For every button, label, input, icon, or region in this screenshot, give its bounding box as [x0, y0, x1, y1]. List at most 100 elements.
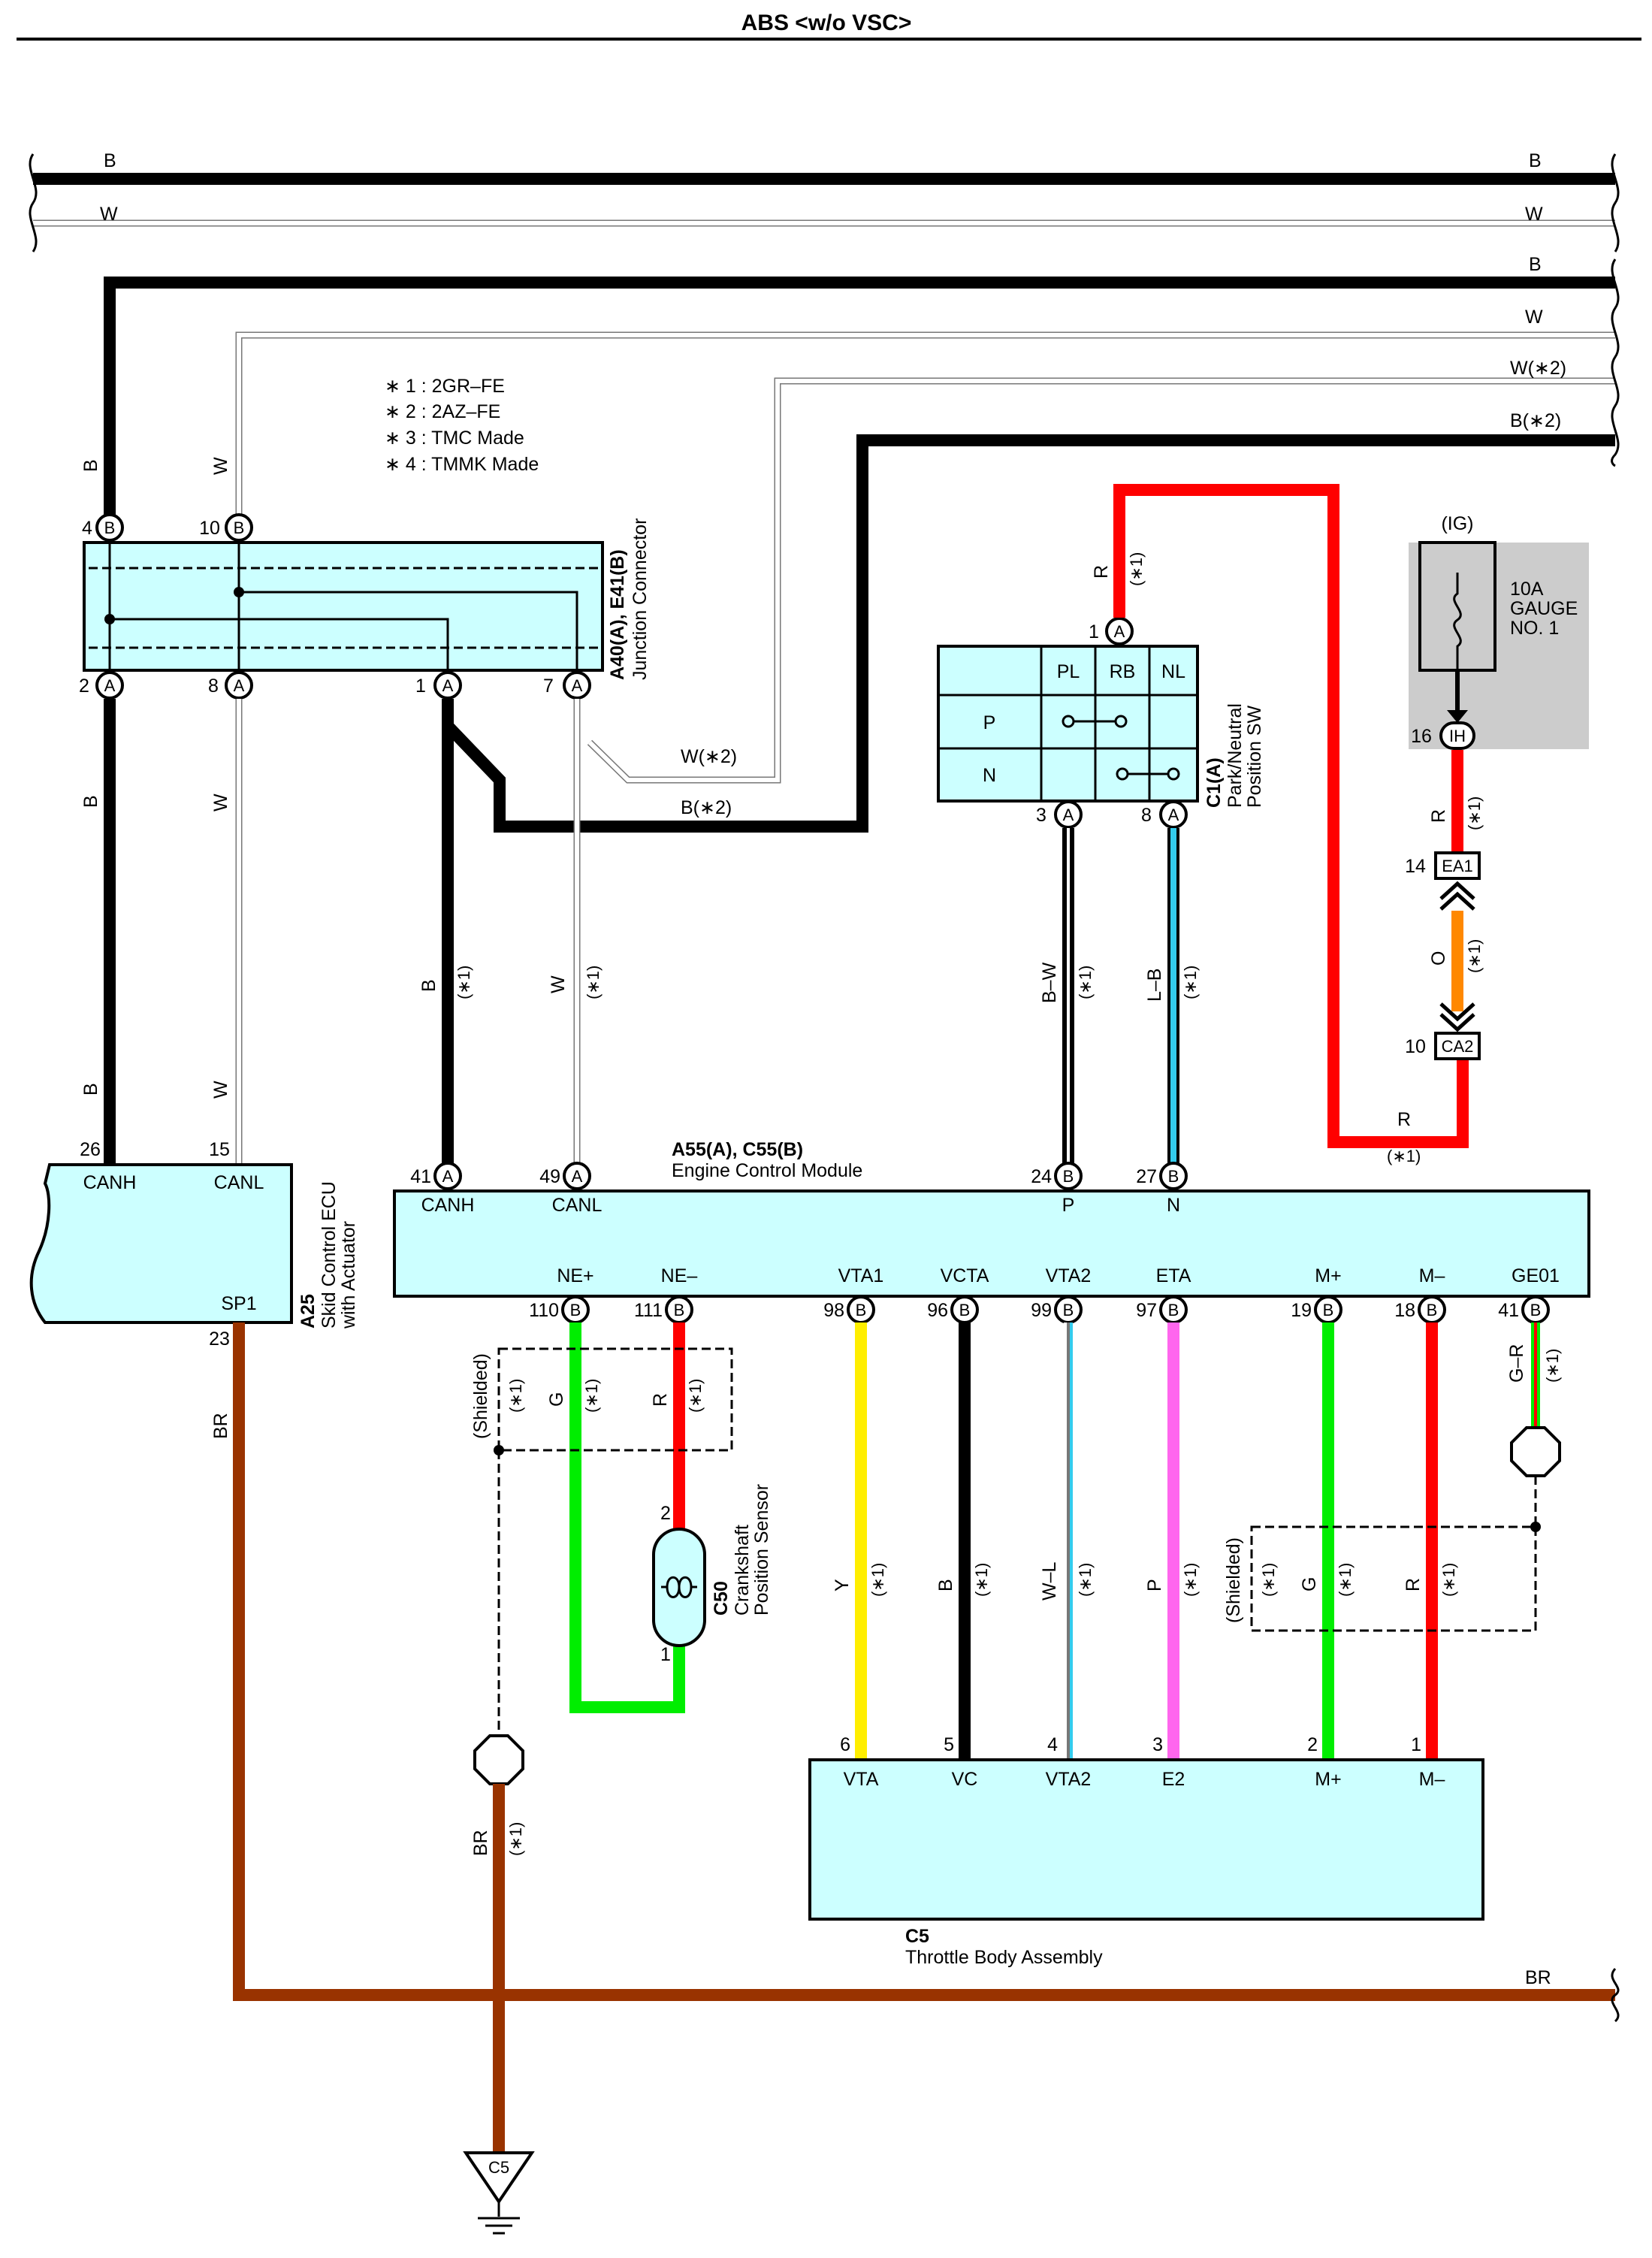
break-symbol-bottom [1611, 1967, 1620, 2023]
label-mm-r: R [1403, 1578, 1424, 1591]
shield-1 [497, 1347, 733, 1452]
label-c1-r-note: (∗1) [1127, 552, 1146, 586]
connector-ea1: EA1 14 [1405, 851, 1481, 880]
wire-r-c1 [1113, 484, 1469, 1148]
terminal-pin: 111 [634, 1300, 663, 1321]
label-a25-b-low: B [80, 1083, 101, 1096]
svg-text:8: 8 [208, 676, 219, 697]
label-vta2-wl-note: (∗1) [1076, 1563, 1095, 1597]
label-b6-right: B(∗2) [1510, 410, 1561, 431]
label-br-right: BR [1525, 1967, 1551, 1988]
note-2: ∗ 2 : 2AZ–FE [385, 401, 500, 422]
label-a25-w-mid: W [210, 793, 231, 812]
sw-nl: NL [1161, 661, 1185, 682]
connector-ca2: CA2 10 [1405, 1032, 1481, 1060]
label-shielded2-note: (∗1) [1259, 1563, 1278, 1597]
terminal-pin: 41 [410, 1166, 431, 1187]
terminal-pin: 96 [927, 1300, 948, 1321]
svg-text:1: 1 [1089, 621, 1099, 642]
jb-pin-7: A 7 [543, 671, 591, 700]
jb-pin-8: A 8 [208, 671, 253, 700]
label-vta1-y-note: (∗1) [868, 1563, 887, 1597]
svg-text:1: 1 [415, 676, 426, 697]
svg-text:A: A [234, 676, 245, 695]
sw-desc2: Position SW [1244, 705, 1265, 808]
fuse-line3: NO. 1 [1510, 618, 1559, 639]
throttle-desc: Throttle Body Assembly [905, 1947, 1103, 1968]
terminal-conn: B [1168, 1167, 1179, 1186]
label-eta-p-note: (∗1) [1181, 1563, 1200, 1597]
svg-text:4: 4 [82, 518, 92, 539]
terminal-label: CANH [421, 1195, 475, 1216]
label-ne-g: G [546, 1392, 567, 1407]
terminal-pin: 110 [529, 1300, 559, 1321]
label-ecm-w-note: (∗1) [584, 966, 603, 999]
terminal-pin: 18 [1394, 1300, 1415, 1321]
terminal-conn: B [856, 1301, 867, 1319]
label-b-top-left: B [104, 150, 116, 171]
label-vta1-y: Y [832, 1579, 853, 1591]
shield-ground-octagon-2 [1510, 1426, 1561, 1477]
label-sp1-br: BR [210, 1413, 231, 1439]
terminal-conn: A [572, 1167, 583, 1186]
label-ne-r: R [650, 1393, 671, 1407]
sw-p: P [983, 712, 996, 733]
throttle-pin: 4 [1047, 1734, 1058, 1755]
label-shielded1: (Shielded) [470, 1353, 491, 1439]
label-ne-r-note: (∗1) [686, 1379, 705, 1413]
svg-text:8: 8 [1141, 805, 1152, 826]
wire-b-jb4 [104, 277, 1615, 527]
terminal-label: CANL [552, 1195, 603, 1216]
throttle-pin: 5 [944, 1734, 954, 1755]
sw-desc1: Park/Neutral [1225, 703, 1246, 808]
svg-text:A: A [1063, 806, 1074, 824]
svg-text:A: A [104, 676, 116, 695]
terminal-pin: 19 [1291, 1300, 1312, 1321]
label-jb-w-top: W [210, 457, 231, 475]
terminal-label: VTA2 [1046, 1265, 1092, 1286]
label-vcta-b-note: (∗1) [972, 1563, 991, 1597]
jb-name: A40(A), E41(B) [607, 549, 628, 680]
terminal-conn: B [1530, 1301, 1542, 1319]
terminal-pin: 98 [823, 1300, 844, 1321]
label-vcta-b: B [935, 1579, 956, 1591]
jb-pin-10: B 10 [199, 513, 253, 542]
park-neutral-switch [937, 645, 1199, 803]
label-c1-lb-note: (∗1) [1181, 966, 1200, 999]
terminal-pin: 24 [1031, 1166, 1052, 1187]
label-vta2-wl: W–L [1039, 1562, 1060, 1601]
a25-sp1: SP1 [221, 1293, 256, 1314]
label-ih-r: R [1428, 809, 1449, 823]
jb-pin-4: B 4 [82, 513, 124, 542]
svg-text:IH: IH [1449, 727, 1466, 745]
break-symbol-right [1611, 153, 1620, 252]
label-ecm-r: R [1397, 1109, 1411, 1130]
label-gnd-br-note: (∗1) [506, 1822, 525, 1856]
svg-text:B: B [234, 518, 245, 537]
terminal-conn: A [442, 1167, 454, 1186]
terminal-label: GE01 [1512, 1265, 1560, 1286]
fuse-box-background [1409, 543, 1589, 749]
terminal-conn: B [1323, 1301, 1334, 1319]
label-gnd-br: BR [470, 1830, 491, 1856]
a25-pin23: 23 [209, 1329, 230, 1350]
throttle-name: C5 [905, 1926, 929, 1947]
svg-text:A: A [1114, 622, 1125, 641]
crankshaft-sensor [652, 1528, 706, 1647]
note-1: ∗ 1 : 2GR–FE [385, 376, 505, 397]
terminal-label: N [1167, 1195, 1180, 1216]
sw-pin-3: A 3 [1036, 800, 1083, 829]
skid-control-ecu [29, 1163, 293, 1324]
note-3: ∗ 3 : TMC Made [385, 428, 524, 449]
